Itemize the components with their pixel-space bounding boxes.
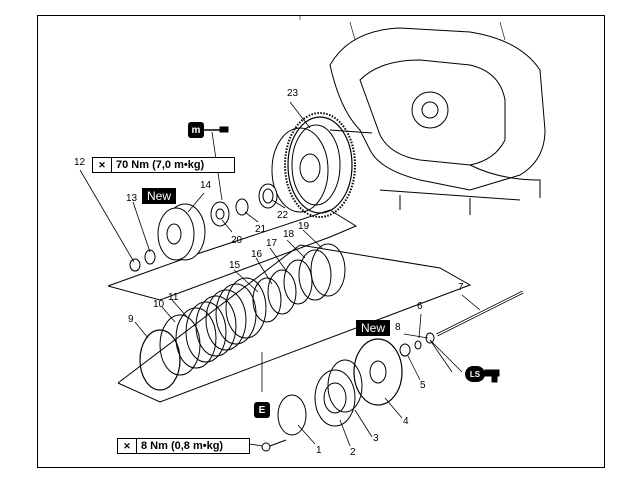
torque-value-bolt: 8 Nm (0,8 m•kg) <box>141 440 224 452</box>
new-part-tag: New <box>142 188 177 204</box>
callout-22: 22 <box>277 210 289 221</box>
clutch-housing <box>271 112 356 218</box>
callout-17: 17 <box>266 238 278 249</box>
callout-15: 15 <box>229 260 241 271</box>
clutch-boss <box>157 203 206 261</box>
callout-2: 2 <box>350 447 356 458</box>
callout-9: 9 <box>128 314 134 325</box>
callout-19: 19 <box>298 221 310 232</box>
callout-13: 13 <box>126 193 138 204</box>
clutch-boss-nut <box>129 258 141 272</box>
thrust-washer <box>210 201 230 227</box>
callout-3: 3 <box>373 433 379 444</box>
engine-crankcase <box>299 15 546 215</box>
torque-spec-bolt: ✕ 8 Nm (0,8 m•kg) <box>117 438 250 454</box>
callout-20: 20 <box>231 235 243 246</box>
wrench-icon: ✕ <box>93 158 112 172</box>
friction-plate-set-small <box>252 243 346 323</box>
grease-gun-icon-top <box>204 126 229 133</box>
push-rod-parts <box>399 290 524 357</box>
callout-23: 23 <box>287 88 299 99</box>
callout-4: 4 <box>403 416 409 427</box>
callout-10: 10 <box>153 299 165 310</box>
grease-gun-icon-right <box>484 369 500 383</box>
pressure-plate-assembly <box>277 338 403 436</box>
callout-5: 5 <box>420 380 426 391</box>
torque-value-nut: 70 Nm (7,0 m•kg) <box>116 159 205 171</box>
callout-12: 12 <box>74 157 86 168</box>
wrench-icon: ✕ <box>118 439 137 453</box>
lock-washer <box>144 249 156 265</box>
callout-11: 11 <box>168 292 179 303</box>
needle-bearing <box>258 183 278 209</box>
friction-plate-stack <box>139 277 267 391</box>
engine-oil-symbol: E <box>254 402 270 418</box>
guide-box-lower <box>117 244 472 403</box>
torque-spec-nut: ✕ 70 Nm (7,0 m•kg) <box>92 157 235 173</box>
guide-box-upper <box>107 209 358 301</box>
callout-6: 6 <box>417 301 423 312</box>
callout-21: 21 <box>255 224 267 235</box>
pressure-plate-screw <box>261 439 287 452</box>
callout-8: 8 <box>395 322 401 333</box>
callout-7: 7 <box>458 282 464 293</box>
molybdenum-grease-symbol: m <box>188 122 204 138</box>
callout-16: 16 <box>251 249 263 260</box>
callout-14: 14 <box>200 180 212 191</box>
callout-18: 18 <box>283 229 295 240</box>
callout-1: 1 <box>316 445 322 456</box>
diagram-frame <box>37 15 605 468</box>
lithium-soap-grease-symbol: LS <box>465 366 485 382</box>
spacer <box>235 198 249 216</box>
new-part-tag: New <box>356 320 391 336</box>
